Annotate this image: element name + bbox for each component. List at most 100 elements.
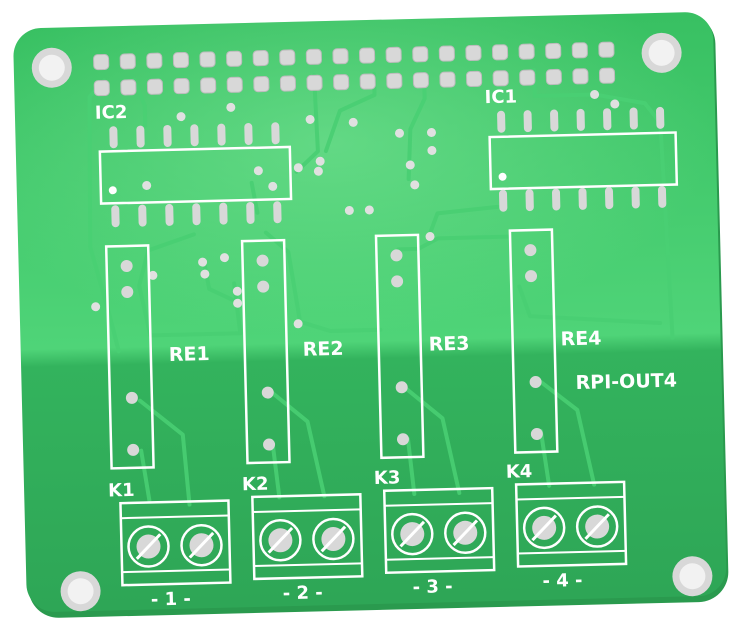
terminal-k1: K1 - 1 -	[108, 480, 232, 611]
re2-label: RE2	[302, 338, 343, 361]
via	[313, 166, 323, 176]
ic-pin	[219, 202, 228, 225]
ic-pin	[656, 106, 665, 129]
gpio-pad	[545, 42, 562, 60]
gpio-pad	[226, 50, 243, 67]
re3-label: RE3	[428, 333, 469, 356]
screw-terminal-icon	[259, 519, 302, 562]
ic-pin	[109, 126, 118, 149]
mounting-hole-bottom-right	[672, 556, 713, 597]
via	[426, 127, 436, 137]
board-name-label: RPI-OUT4	[575, 370, 677, 394]
via	[176, 112, 186, 122]
via	[590, 89, 600, 99]
ic-pin	[163, 124, 172, 147]
pcb-board: IC2 IC1 RE1 RE2 RE3	[13, 12, 729, 618]
terminal-k3: K3 - 3 -	[374, 467, 496, 598]
gpio-pad	[305, 48, 322, 65]
via	[200, 269, 210, 279]
mounting-holes	[31, 32, 713, 612]
gpio-pad	[412, 46, 429, 63]
re1-label: RE1	[169, 343, 210, 366]
gpio-header-pads	[93, 41, 616, 97]
gpio-pad	[492, 70, 509, 87]
gpio-pad	[253, 76, 270, 93]
via	[268, 181, 278, 191]
terminal-1-number: - 1 -	[151, 589, 192, 611]
ic-pin	[244, 122, 253, 145]
via	[91, 302, 101, 312]
ic-pin	[499, 189, 508, 212]
ic-pin	[111, 205, 120, 228]
gpio-pad	[120, 79, 137, 96]
via	[425, 232, 435, 242]
terminal-3-number: - 3 -	[412, 576, 453, 598]
via	[233, 298, 243, 308]
via	[142, 180, 152, 190]
gpio-pad	[93, 79, 110, 97]
terminal-2-number: - 2 -	[282, 582, 323, 604]
terminal-4-number: - 4 -	[542, 570, 583, 592]
gpio-pad	[572, 68, 589, 85]
screw-terminal-icon	[391, 512, 434, 556]
ic-pin	[497, 110, 506, 133]
via	[610, 99, 620, 109]
gpio-pad	[598, 41, 615, 58]
ic-pin	[603, 108, 612, 131]
mounting-hole-bottom-left	[60, 571, 101, 612]
ic2-footprint: IC2	[95, 102, 293, 228]
ic-pin	[604, 187, 614, 210]
via	[198, 257, 208, 267]
board-highlight	[13, 12, 721, 378]
ic-pin	[578, 187, 587, 210]
gpio-pad	[200, 77, 217, 94]
gpio-pad	[252, 50, 269, 67]
mounting-hole-top-right	[641, 32, 682, 73]
via	[219, 253, 229, 263]
gpio-pad	[545, 68, 562, 86]
vias	[91, 89, 620, 329]
ic-pin	[190, 124, 199, 147]
ic2-label: IC2	[95, 102, 128, 124]
mounting-hole-top-left	[31, 47, 72, 88]
gpio-pad	[598, 67, 616, 84]
re4-label: RE4	[560, 327, 601, 350]
gpio-pad	[519, 69, 536, 86]
ic1-label: IC1	[484, 86, 517, 108]
gpio-pad	[465, 44, 482, 62]
via	[364, 205, 374, 215]
k1-label: K1	[108, 480, 135, 502]
ic-pin	[550, 109, 559, 132]
gpio-pad	[146, 52, 163, 69]
ic1-pins	[497, 106, 667, 212]
ic2-pins	[109, 122, 282, 228]
via	[410, 180, 420, 190]
ic-pin	[273, 201, 282, 224]
via	[348, 117, 358, 127]
ic-pin	[165, 203, 174, 226]
gpio-pad	[385, 46, 402, 63]
via	[305, 114, 315, 124]
gpio-pad	[226, 76, 243, 93]
screw-terminal-icon	[444, 511, 487, 555]
relay-re4: RE4	[508, 228, 602, 454]
via	[232, 286, 242, 296]
ic-pin	[657, 185, 667, 208]
ic-pin	[631, 186, 640, 209]
k4-label: K4	[506, 461, 533, 483]
gpio-pad	[306, 74, 323, 91]
gpio-pad	[518, 43, 535, 60]
relay-re1: RE1	[104, 244, 210, 470]
ic-pin	[576, 108, 585, 131]
gpio-pad	[571, 42, 588, 59]
ic-pin	[136, 125, 145, 148]
gpio-pad	[119, 53, 136, 70]
relay-re3: RE3	[374, 233, 470, 460]
ic-pin	[551, 188, 561, 211]
screw-terminal-icon	[312, 517, 355, 561]
screw-terminal-icon	[522, 506, 566, 550]
gpio-pad	[333, 74, 350, 91]
ic-pin	[271, 122, 280, 145]
gpio-pad	[412, 72, 429, 89]
